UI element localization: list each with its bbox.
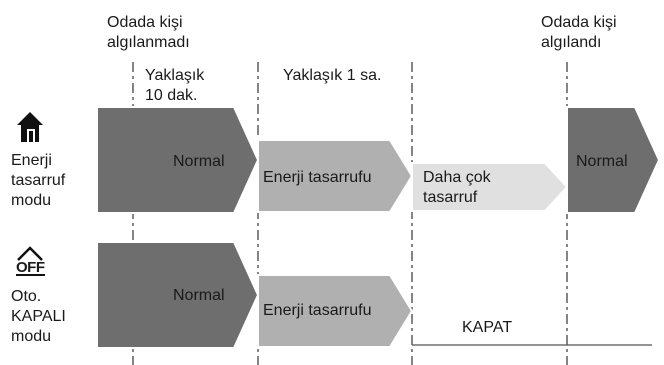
row1-more-saving-segment	[411, 162, 569, 212]
row2-normal-segment	[96, 241, 260, 349]
row1-energy-saving-text: Enerji tasarrufu	[263, 169, 372, 186]
interval-1h-label: Yaklaşık 1 sa.	[283, 67, 382, 84]
row1-normal-text: Normal	[173, 153, 225, 170]
row1-normal-again-text: Normal	[576, 153, 628, 170]
svg-text:OFF: OFF	[16, 259, 45, 276]
not-detected-label: Odada kişi algılanmadı	[107, 14, 190, 51]
row2-energy-saving-segment	[257, 274, 414, 348]
energy-saving-mode-label: Enerji tasarruf modu	[11, 152, 66, 209]
row2-energy-saving-text: Enerji tasarrufu	[263, 302, 372, 319]
auto-off-mode-label: Oto. KAPALI modu	[11, 288, 66, 345]
row1-more-saving-text: Daha çok tasarruf	[423, 169, 491, 206]
row1-energy-saving-segment	[257, 139, 414, 213]
house-icon	[17, 112, 43, 142]
off-icon: OFF	[16, 246, 45, 276]
row2-off-text: KAPAT	[462, 319, 512, 336]
detected-label: Odada kişi algılandı	[541, 14, 617, 51]
row2-normal-text: Normal	[173, 287, 225, 304]
row1-normal-segment	[96, 106, 260, 214]
row1-normal-again-segment	[566, 106, 661, 214]
interval-10min-label: Yaklaşık 10 dak.	[145, 67, 205, 104]
